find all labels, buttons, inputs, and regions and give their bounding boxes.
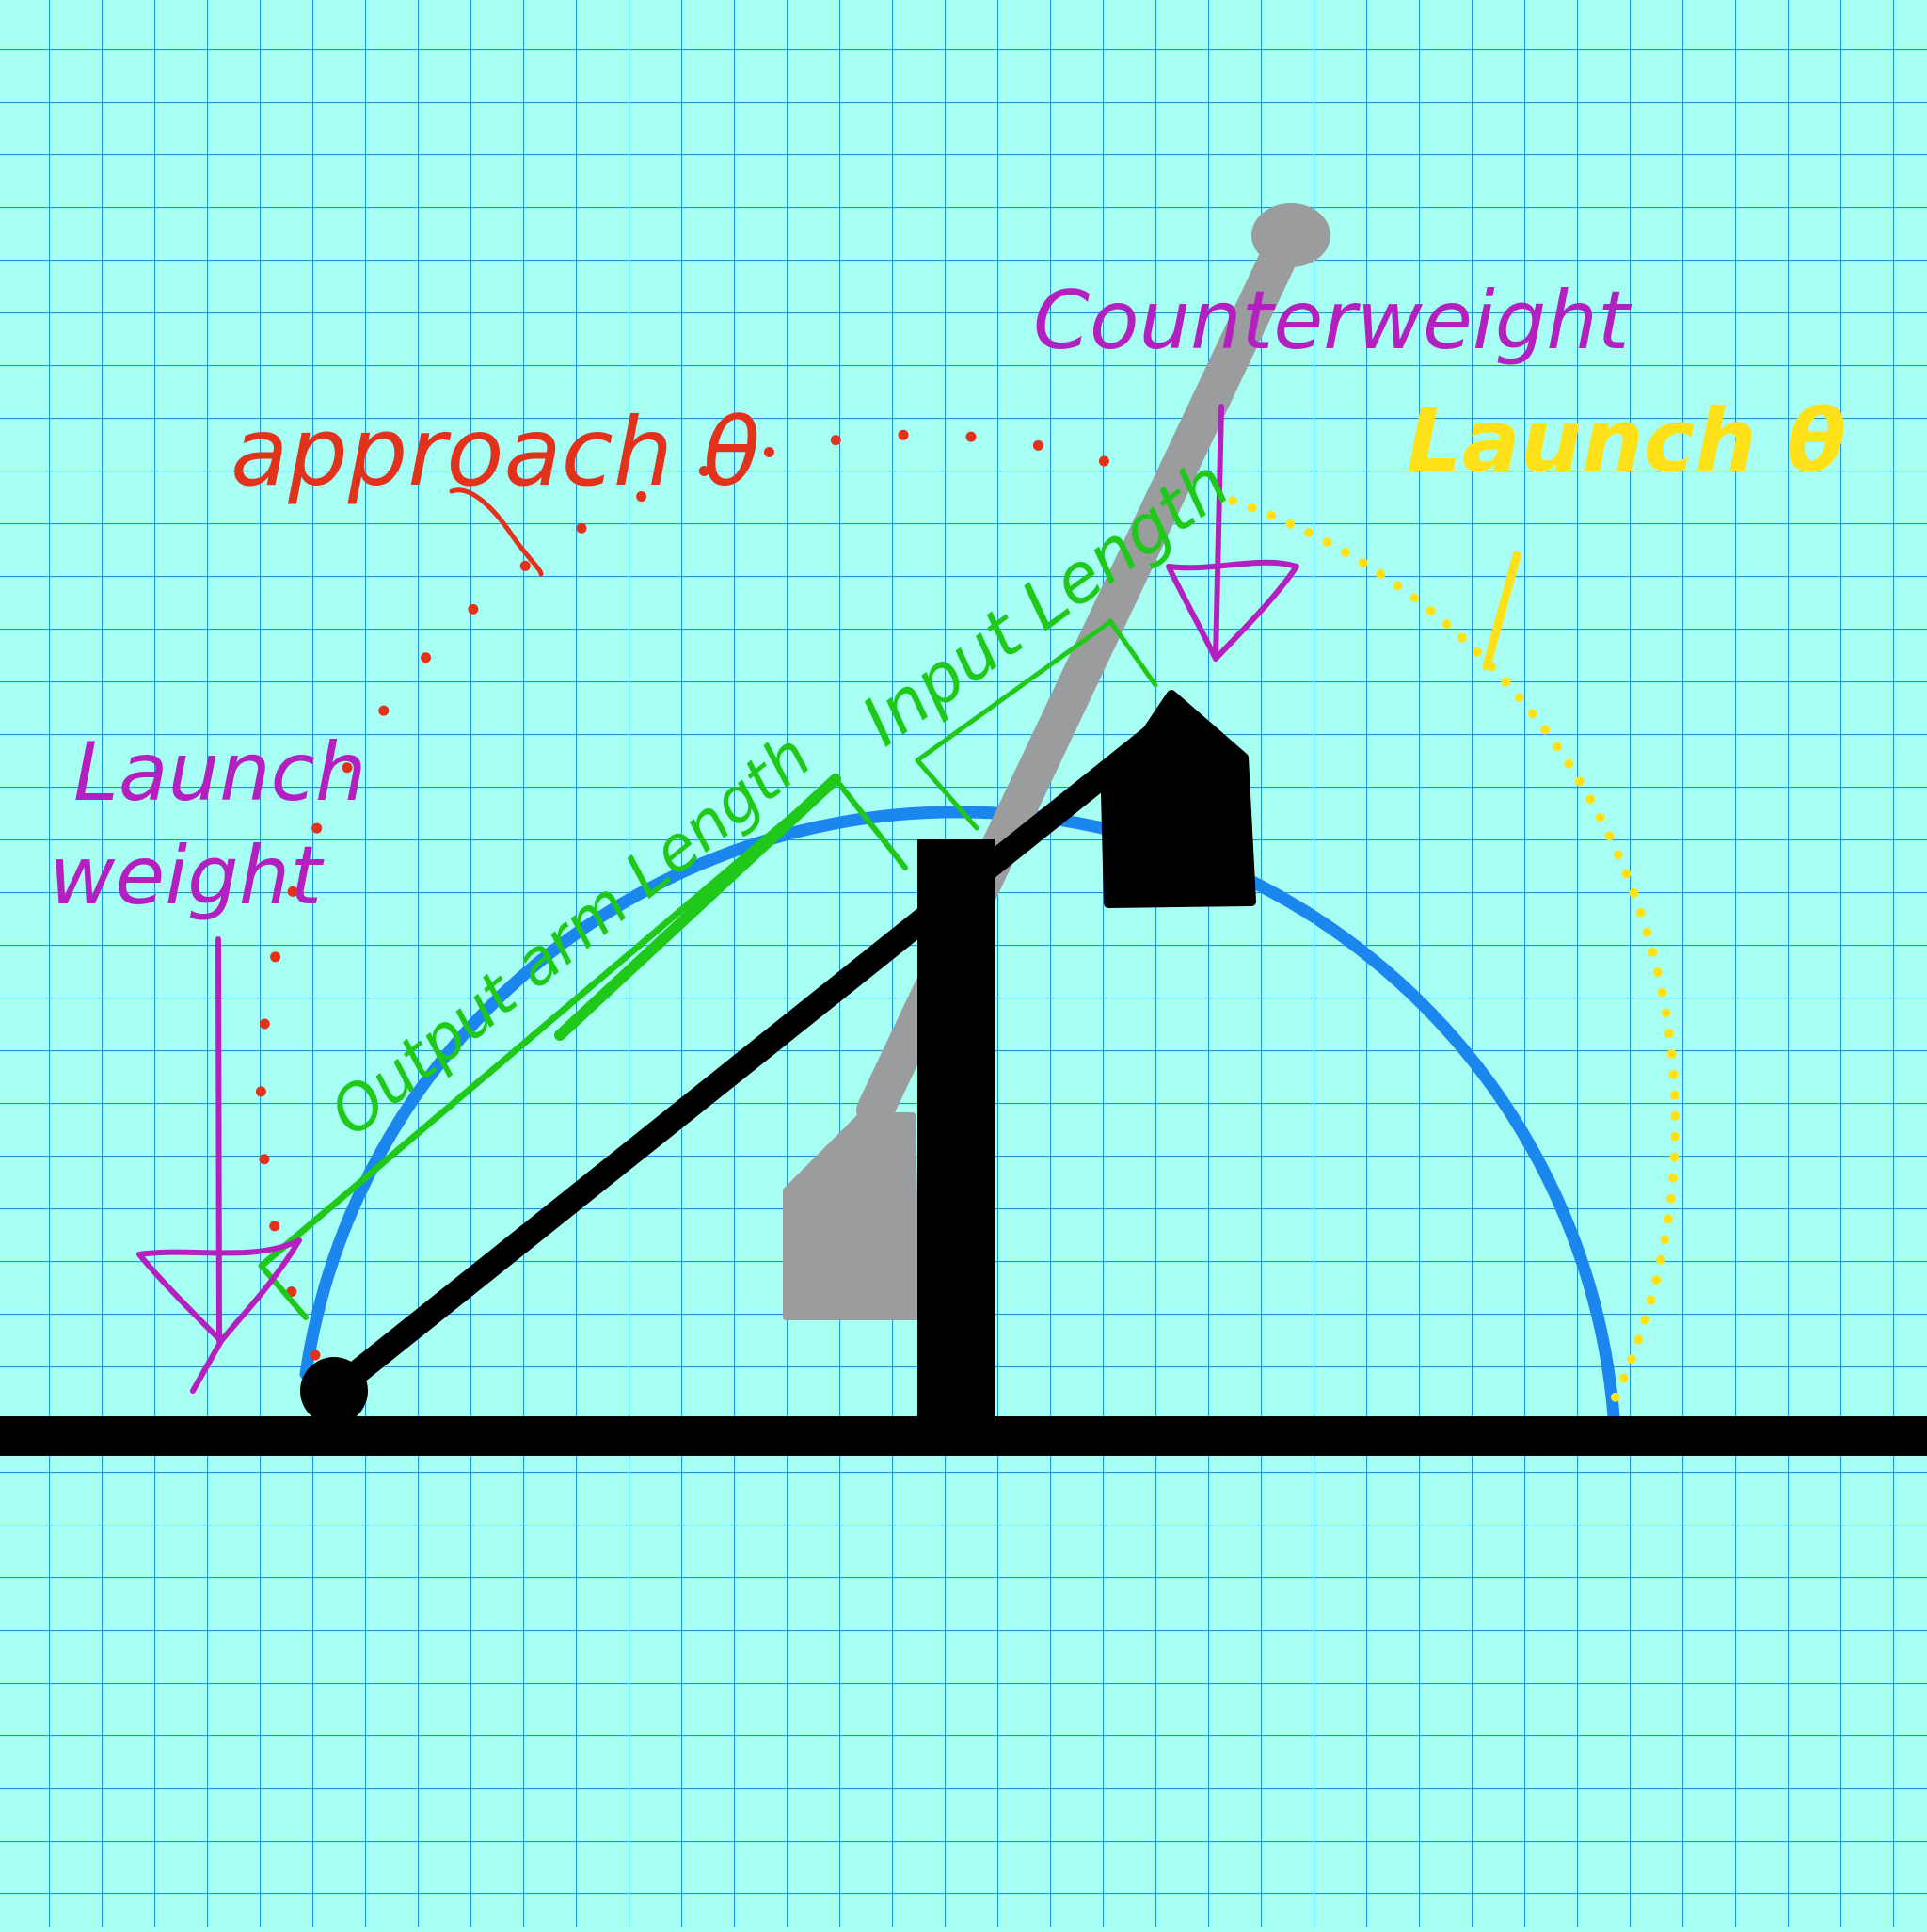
- input-length-line: [915, 620, 1111, 763]
- pivot-ball: [300, 1357, 368, 1425]
- launch-weight-label-line1: Launch: [73, 726, 366, 820]
- launch-arc: [299, 806, 1620, 1423]
- input-length-tick-right: [1107, 618, 1158, 688]
- counterweight-label: Counterweight: [1033, 274, 1632, 368]
- ghost-arm-tip: [1251, 203, 1330, 267]
- trebuchet-post: [917, 839, 995, 1432]
- counterweight-block: [1101, 690, 1256, 908]
- length-dimensions: [258, 618, 1158, 1320]
- launch-weight-label-line2: weight: [49, 829, 325, 923]
- ghost-counterweight: [783, 1112, 920, 1320]
- output-length-tick-right: [833, 776, 908, 870]
- launch-weight-arrow-icon: [136, 936, 302, 1394]
- approach-angle-label: approach θ: [231, 397, 760, 507]
- weight-arrows: [136, 404, 1299, 1394]
- trebuchet-arm: [322, 712, 1179, 1403]
- output-length-tick-left: [261, 1266, 309, 1320]
- launch-angle-label: Launch θ: [1407, 391, 1846, 491]
- launch-angle-pointer: [1482, 551, 1521, 671]
- input-length-tick-left: [915, 758, 979, 831]
- approach-pointer: [449, 487, 544, 577]
- output-length-line: [258, 775, 839, 1269]
- counterweight-arrow-icon: [1166, 404, 1299, 662]
- output-length-line-thick: [554, 774, 841, 1041]
- trebuchet: [300, 690, 1256, 1432]
